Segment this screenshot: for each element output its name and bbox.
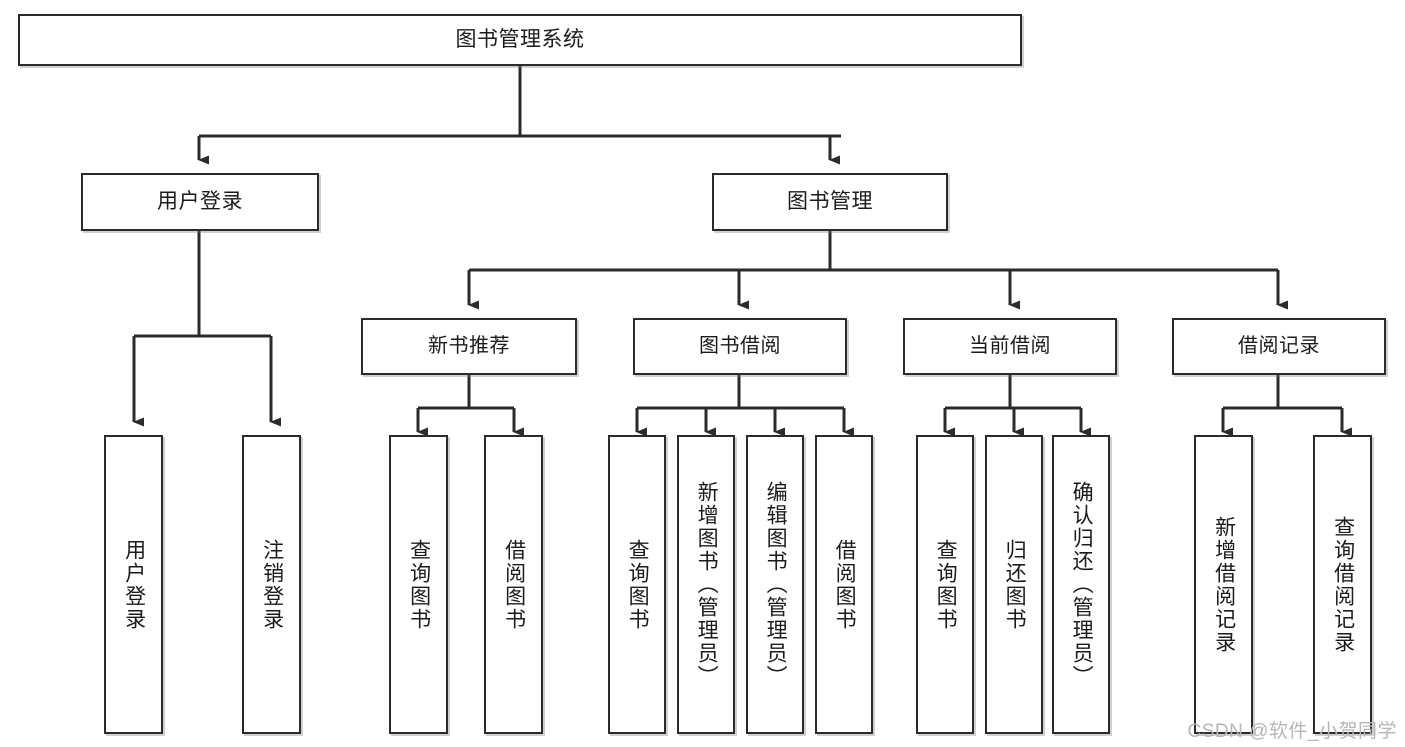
node-book-manage-label: 图书管理 — [787, 190, 873, 214]
node-borrow-records[interactable]: 借阅记录 — [1172, 318, 1386, 375]
leaf-book-borrow-1[interactable]: 新增图书（管理员） — [677, 435, 735, 734]
leaf-new-books-1[interactable]: 借阅图书 — [484, 435, 543, 734]
node-current-borrow-label: 当前借阅 — [969, 335, 1051, 358]
node-current-borrow[interactable]: 当前借阅 — [903, 318, 1117, 375]
leaf-book-borrow-2-label: 编辑图书（管理员） — [764, 481, 788, 688]
leaf-borrow-records-0-label: 新增借阅记录 — [1212, 515, 1236, 654]
leaf-user-login-0-label: 用户登录 — [122, 538, 146, 631]
node-book-manage[interactable]: 图书管理 — [712, 173, 948, 231]
leaf-current-borrow-1[interactable]: 归还图书 — [985, 435, 1043, 734]
leaf-user-login-1[interactable]: 注销登录 — [242, 435, 301, 734]
node-borrow-records-label: 借阅记录 — [1238, 335, 1320, 358]
leaf-current-borrow-2-label: 确认归还（管理员） — [1070, 481, 1094, 688]
leaf-current-borrow-2[interactable]: 确认归还（管理员） — [1052, 435, 1110, 734]
node-new-books-label: 新书推荐 — [428, 335, 510, 358]
leaf-new-books-0-label: 查询图书 — [407, 538, 431, 631]
node-user-login-label: 用户登录 — [157, 190, 243, 214]
node-book-borrow-label: 图书借阅 — [699, 335, 781, 358]
leaf-book-borrow-2[interactable]: 编辑图书（管理员） — [746, 435, 804, 734]
leaf-book-borrow-1-label: 新增图书（管理员） — [695, 481, 719, 688]
node-root-label: 图书管理系统 — [455, 28, 585, 52]
leaf-current-borrow-0[interactable]: 查询图书 — [916, 435, 974, 734]
leaf-user-login-0[interactable]: 用户登录 — [104, 435, 163, 734]
node-root[interactable]: 图书管理系统 — [18, 14, 1022, 66]
node-user-login[interactable]: 用户登录 — [81, 173, 319, 231]
leaf-borrow-records-1[interactable]: 查询借阅记录 — [1313, 435, 1372, 734]
leaf-book-borrow-0[interactable]: 查询图书 — [608, 435, 666, 734]
leaf-user-login-1-label: 注销登录 — [260, 538, 284, 631]
leaf-new-books-1-label: 借阅图书 — [502, 538, 526, 631]
leaf-borrow-records-1-label: 查询借阅记录 — [1331, 515, 1355, 654]
leaf-borrow-records-0[interactable]: 新增借阅记录 — [1194, 435, 1253, 734]
node-new-books[interactable]: 新书推荐 — [361, 318, 577, 375]
leaf-book-borrow-0-label: 查询图书 — [626, 538, 650, 631]
leaf-book-borrow-3-label: 借阅图书 — [833, 538, 857, 631]
leaf-current-borrow-1-label: 归还图书 — [1003, 538, 1027, 631]
node-book-borrow[interactable]: 图书借阅 — [633, 318, 847, 375]
leaf-book-borrow-3[interactable]: 借阅图书 — [815, 435, 873, 734]
leaf-new-books-0[interactable]: 查询图书 — [389, 435, 448, 734]
leaf-current-borrow-0-label: 查询图书 — [934, 538, 958, 631]
